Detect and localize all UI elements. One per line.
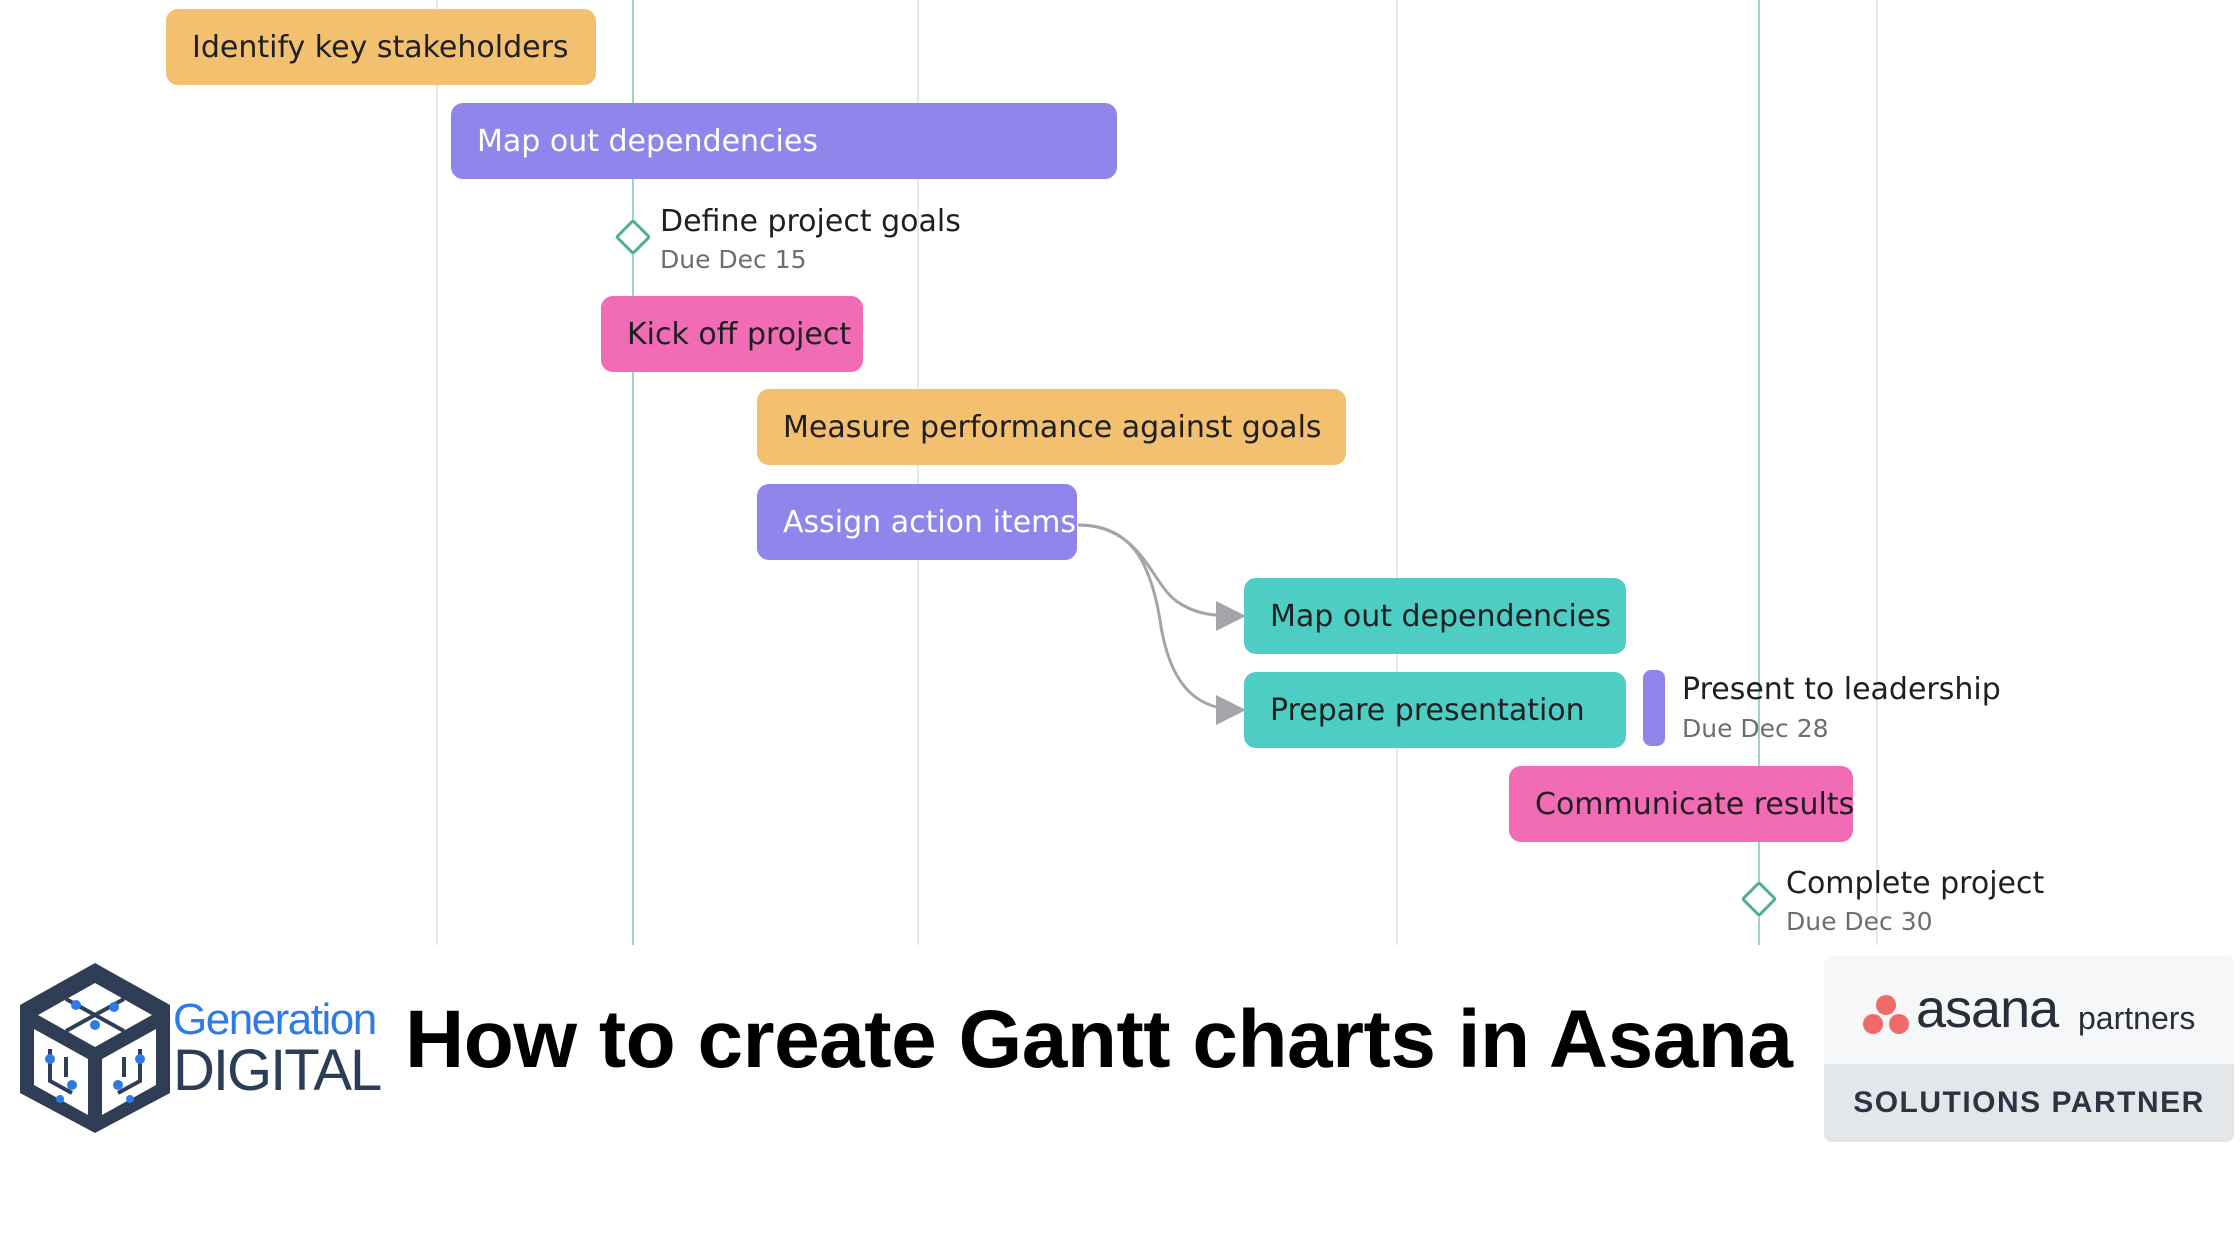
task-label: Communicate results bbox=[1535, 786, 1855, 822]
task-bar-measure-performance[interactable]: Measure performance against goals bbox=[757, 389, 1346, 465]
task-label: Identify key stakeholders bbox=[192, 29, 569, 65]
timeline-gridline bbox=[917, 0, 919, 945]
task-label: Assign action items bbox=[783, 504, 1076, 540]
dependency-arrow bbox=[1077, 523, 1246, 725]
today-marker-line bbox=[632, 0, 634, 945]
dependency-arrow bbox=[1077, 523, 1246, 631]
task-label: Kick off project bbox=[627, 316, 852, 352]
milestone-title: Complete project bbox=[1786, 866, 2045, 901]
timeline-gridline bbox=[1876, 0, 1878, 945]
task-bar-assign-action-items[interactable]: Assign action items bbox=[757, 484, 1077, 560]
asana-wordmark: asana bbox=[1916, 979, 2059, 1039]
task-bar-identify-key-stakeholders[interactable]: Identify key stakeholders bbox=[166, 9, 596, 85]
task-bar-prepare-presentation[interactable]: Prepare presentation bbox=[1244, 672, 1626, 748]
asana-logo-icon bbox=[1863, 995, 1909, 1034]
asana-partner-badge: asana partners SOLUTIONS PARTNER bbox=[1824, 956, 2234, 1142]
generation-digital-cube-logo-icon bbox=[20, 963, 170, 1133]
page-title: How to create Gantt charts in Asana bbox=[405, 994, 1793, 1085]
task-bar-map-out-dependencies[interactable]: Map out dependencies bbox=[451, 103, 1117, 179]
timeline-gridline bbox=[436, 0, 438, 945]
task-bar-map-out-dependencies-2[interactable]: Map out dependencies bbox=[1244, 578, 1626, 654]
badge-brand-area: asana partners bbox=[1824, 956, 2234, 1064]
milestone-title: Present to leadership bbox=[1682, 672, 2001, 707]
milestone-marker-bar[interactable] bbox=[1643, 670, 1665, 746]
timeline-gridline bbox=[1396, 0, 1398, 945]
task-bar-communicate-results[interactable]: Communicate results bbox=[1509, 766, 1855, 842]
milestone-due-date: Due Dec 30 bbox=[1786, 907, 1933, 936]
gantt-chart: Identify key stakeholders Map out depend… bbox=[166, 0, 2045, 945]
milestone-due-date: Due Dec 15 bbox=[660, 245, 807, 274]
badge-tier-area: SOLUTIONS PARTNER bbox=[1824, 1064, 2234, 1142]
task-label: Map out dependencies bbox=[477, 123, 818, 159]
logo-word-generation: Generation bbox=[173, 995, 377, 1044]
solutions-partner-label: SOLUTIONS PARTNER bbox=[1853, 1086, 2205, 1119]
task-bar-kick-off-project[interactable]: Kick off project bbox=[601, 296, 863, 372]
task-label: Map out dependencies bbox=[1270, 598, 1611, 634]
logo-word-digital: DIGITAL bbox=[173, 1038, 382, 1103]
task-label: Prepare presentation bbox=[1270, 692, 1585, 728]
deadline-marker-line bbox=[1758, 0, 1760, 945]
task-label: Measure performance against goals bbox=[783, 409, 1322, 445]
partners-wordmark: partners bbox=[2078, 1000, 2196, 1036]
milestone-title: Define project goals bbox=[660, 204, 961, 239]
milestone-due-date: Due Dec 28 bbox=[1682, 714, 1829, 743]
footer-banner: Generation DIGITAL How to create Gantt c… bbox=[0, 945, 2240, 1260]
dependency-arrows bbox=[1077, 523, 1246, 725]
